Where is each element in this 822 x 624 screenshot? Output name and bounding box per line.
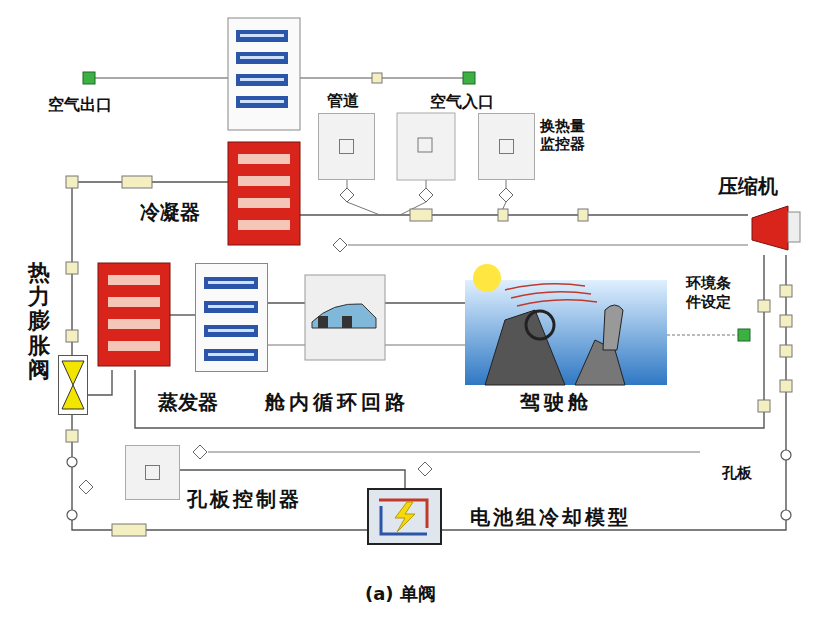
port-label: 环境条 件设定 (686, 274, 742, 312)
component-shape (465, 280, 667, 385)
component-label: 压缩机 (718, 174, 778, 198)
line-component (66, 73, 792, 536)
port-label: 空气出口 (48, 95, 112, 115)
component-node: 热力膨胀阀 (58, 355, 88, 415)
air-port (463, 72, 475, 84)
refrigerant-line (72, 415, 367, 530)
component-node: 孔板控制器 (125, 445, 180, 500)
refrigerant-line (88, 370, 112, 395)
component-shape (318, 113, 375, 180)
figure-caption: (a) 单阀 (365, 582, 436, 606)
component-shape (58, 355, 88, 415)
component-shape (98, 263, 170, 370)
component-shape (748, 200, 804, 255)
refrigerant-line (442, 255, 786, 530)
component-label: 孔板控制器 (187, 487, 302, 511)
component-node: 换热量 监控器 (478, 113, 535, 180)
port-label: 空气入口 (430, 92, 494, 112)
refrigerant-line (135, 255, 764, 428)
component-node: 管道 (318, 113, 375, 180)
component-node: 舱内循环回路 (195, 263, 268, 372)
component-node: 蒸发器 (98, 263, 170, 370)
refrigerant-line (300, 215, 748, 216)
component-shape (478, 113, 535, 180)
component-shape (125, 445, 180, 500)
component-label: 换热量 监控器 (540, 117, 600, 153)
refrigerant-line (180, 470, 405, 488)
component-shape (195, 263, 268, 372)
component-node: 驾驶舱 (465, 280, 667, 385)
component-label: 热力膨胀阀 (28, 261, 50, 382)
component-label: 舱内循环回路 (265, 390, 409, 414)
component-shape (367, 488, 442, 545)
component-label: 驾驶舱 (520, 390, 592, 414)
signal-line (208, 180, 748, 452)
component-label: 冷凝器 (140, 200, 200, 224)
ambient-port (738, 329, 750, 341)
cabin-loop-icon (305, 275, 385, 360)
sensor-box (397, 113, 455, 180)
component-node: 冷凝器 (228, 142, 300, 245)
component-node: 压缩机 (748, 200, 804, 255)
air-port (83, 72, 95, 84)
component-node: 电池组冷却模型 (367, 488, 442, 545)
component-label: 管道 (327, 91, 359, 110)
component-shape (228, 142, 300, 245)
port-label: 孔板 (722, 464, 752, 483)
air-radiator (228, 18, 300, 130)
component-label: 电池组冷却模型 (470, 505, 631, 529)
refrigerant-line (170, 315, 195, 316)
component-label: 蒸发器 (158, 390, 218, 414)
